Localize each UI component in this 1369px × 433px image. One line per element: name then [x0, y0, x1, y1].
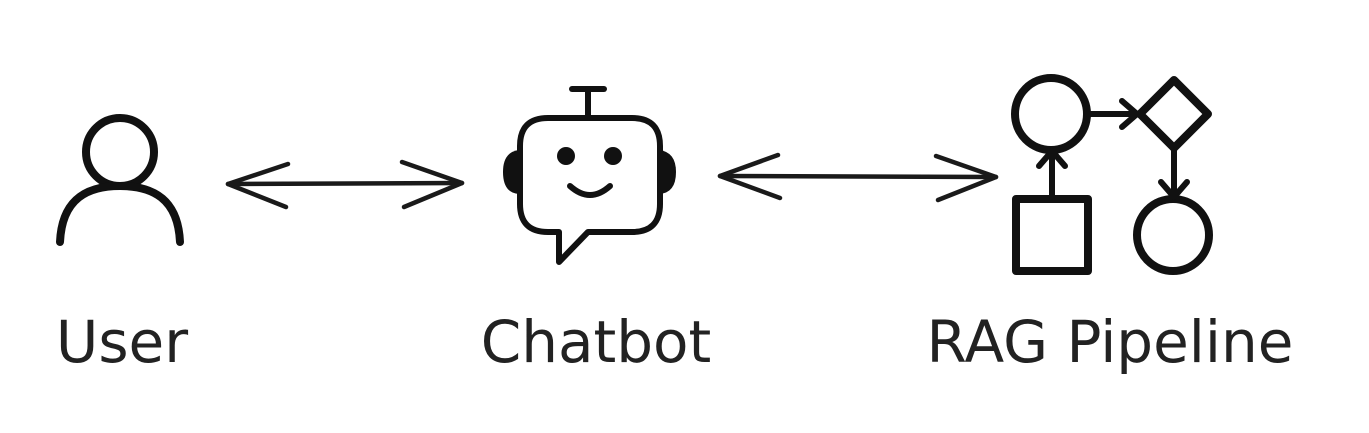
- rag-pipeline-label: RAG Pipeline: [927, 308, 1294, 376]
- pipeline-flow-icon: [1011, 74, 1213, 275]
- user-label: User: [56, 308, 188, 376]
- chatbot-label: Chatbot: [481, 308, 712, 376]
- user-chatbot-bidirectional-arrow: [225, 159, 465, 210]
- robot-icon: [503, 86, 676, 265]
- user-icon: [56, 114, 184, 246]
- chatbot-rag-bidirectional-arrow: [717, 152, 999, 203]
